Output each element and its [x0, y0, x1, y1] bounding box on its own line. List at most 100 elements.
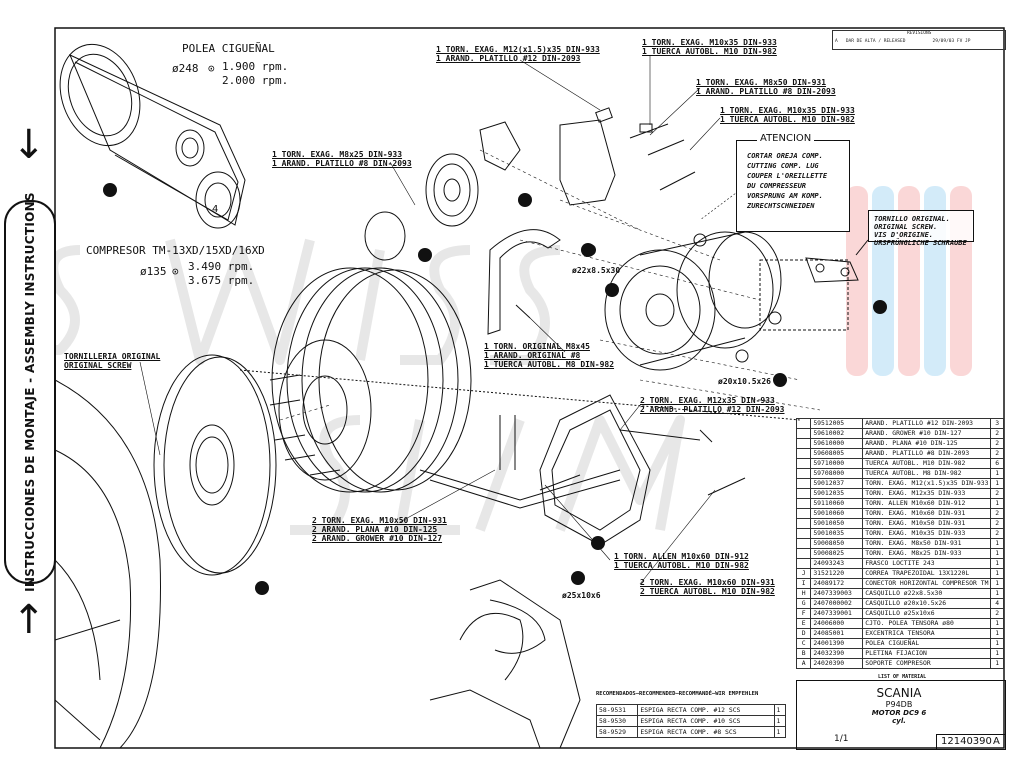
bom-cell-qty: 2: [990, 608, 1004, 619]
bom-cell-desc: CJTO. POLEA TENSORA ø80: [862, 618, 992, 629]
bom-cell-pos: [795, 428, 812, 439]
recommended-cell-desc: ESPIGA RECTA COMP. #8 SCS: [637, 726, 775, 738]
bom-cell-pos: [795, 478, 812, 489]
bom-cell-pos: [795, 518, 812, 529]
bom-cell-desc: CASQUILLO ø20x10.5x26: [862, 598, 992, 609]
bom-cell-qty: 1: [990, 568, 1004, 579]
bom-cell-desc: TORN. EXAG. M10x60 DIN-931: [862, 508, 992, 519]
bom-cell-pos: [795, 498, 812, 509]
revision-letter: A: [993, 736, 1000, 747]
bom-cell-code: 2407339003: [810, 588, 864, 599]
callout-9: 1 TORN. ALLEN M10x60 DIN-912 1 TUERCA AU…: [614, 552, 749, 570]
bom-cell-code: 59512005: [810, 418, 864, 429]
bom-cell-code: 59010035: [810, 528, 864, 539]
compressor: [604, 231, 782, 371]
bom-cell-code: 59610002: [810, 428, 864, 439]
bom-cell-qty: 1: [990, 588, 1004, 599]
bom-cell-desc: TORN. EXAG. M8x50 DIN-931: [862, 538, 992, 549]
list-of-material-header: LIST OF MATERIAL: [878, 674, 927, 680]
bom-cell-desc: POLEA CIGUEÑAL: [862, 638, 992, 649]
bom-cell-desc: TUERCA AUTOBL. M10 DIN-982: [862, 458, 992, 469]
svg-text:4: 4: [212, 204, 218, 215]
attention-box: ATENCION CORTAR OREJA COMP. CUTTING COMP…: [736, 133, 850, 232]
bom-cell-desc: TORN. EXAG. M10x50 DIN-931: [862, 518, 992, 529]
bom-cell-desc: ARAND. PLATILLO #8 DIN-2093: [862, 448, 992, 459]
bom-cell-qty: 1: [990, 498, 1004, 509]
bom-cell-qty: 1: [990, 538, 1004, 549]
fan: [54, 379, 161, 749]
pulley-title: POLEA CIGUEÑAL: [182, 42, 275, 55]
bom-cell-pos: [795, 488, 812, 499]
revision-row: A DAR DE ALTA / RELEASED 29/09/03 FV JP: [835, 39, 971, 44]
drawing-number: 12140390: [941, 736, 992, 747]
bom-cell-code: 59708000: [810, 468, 864, 479]
recommended-cell-qty: 1: [773, 715, 786, 727]
bom-cell-code: 59610000: [810, 438, 864, 449]
bom-cell-code: 59010060: [810, 508, 864, 519]
dimension-label-1: ø22x8.5x30: [572, 266, 621, 275]
bom-cell-desc: TORN. EXAG. M10x35 DIN-933: [862, 528, 992, 539]
bom-cell-pos: C: [795, 638, 812, 649]
attention-title: ATENCION: [757, 133, 815, 144]
bom-cell-pos: [795, 468, 812, 479]
bom-cell-pos: [795, 548, 812, 559]
bom-cell-desc: ARAND. PLATILLO #12 DIN-2093: [862, 418, 992, 429]
bom-cell-qty: 1: [990, 578, 1004, 589]
bom-cell-code: 24089172: [810, 578, 864, 589]
bom-cell-desc: CASQUILLO ø22x8.5x30: [862, 588, 992, 599]
circle-icon: ⊙: [172, 265, 179, 278]
bom-cell-code: 31521220: [810, 568, 864, 579]
callout-10: 2 TORN. EXAG. M10x60 DIN-931 2 TUERCA AU…: [640, 578, 775, 596]
compressor-title: COMPRESOR TM-13XD/15XD/16XD: [86, 244, 265, 257]
compressor-rpm-1: 3.490 rpm.: [188, 260, 255, 273]
bom-cell-desc: EXCENTRICA TENSORA: [862, 628, 992, 639]
bom-cell-qty: 2: [990, 488, 1004, 499]
callout-4: 1 TORN. EXAG. M10x35 DIN-933 1 TUERCA AU…: [720, 106, 855, 124]
bom-cell-desc: CORREA TRAPEZOIDAL 13X1220L: [862, 568, 992, 579]
revision-header: REVISIONS: [907, 31, 932, 36]
sheet-number: 1/1: [834, 734, 849, 744]
title-block: [796, 680, 1006, 750]
callout-3: 1 TORN. EXAG. M8x50 DIN-931 1 ARAND. PLA…: [696, 78, 836, 96]
bom-cell-pos: [795, 418, 812, 429]
bom-cell-desc: FRASCO LOCTITE 243: [862, 558, 992, 569]
bolts: [499, 107, 746, 496]
model: P94DB: [885, 700, 913, 709]
bom-cell-pos: [795, 538, 812, 549]
belt-drive: 4: [59, 43, 246, 229]
tensioner: [364, 121, 521, 261]
bom-cell-desc: TORN. EXAG. M12(x1.5)x35 DIN-933: [862, 478, 992, 489]
original-screw-box: TORNILLO ORIGINAL. ORIGINAL SCREW. VIS D…: [868, 210, 974, 247]
assembly-dashes: [279, 149, 821, 421]
bom-cell-code: 59008025: [810, 548, 864, 559]
recommended-cell-desc: ESPIGA RECTA COMP. #10 SCS: [637, 715, 775, 727]
bom-cell-qty: 1: [990, 648, 1004, 659]
bom-cell-pos: I: [795, 578, 812, 589]
bom-cell-code: 2407339001: [810, 608, 864, 619]
bom-cell-pos: [795, 448, 812, 459]
bom-cell-pos: G: [795, 598, 812, 609]
bom-cell-desc: ARAND. GROWER #10 DIN-127: [862, 428, 992, 439]
bom-cell-code: 59012035: [810, 488, 864, 499]
bom-cell-pos: A: [795, 658, 812, 669]
bom-cell-code: 24001390: [810, 638, 864, 649]
bom-cell-code: 59008050: [810, 538, 864, 549]
brand: SCANIA: [876, 686, 922, 700]
bom-cell-desc: CONECTOR HORIZONTAL COMPRESOR TM: [862, 578, 992, 589]
